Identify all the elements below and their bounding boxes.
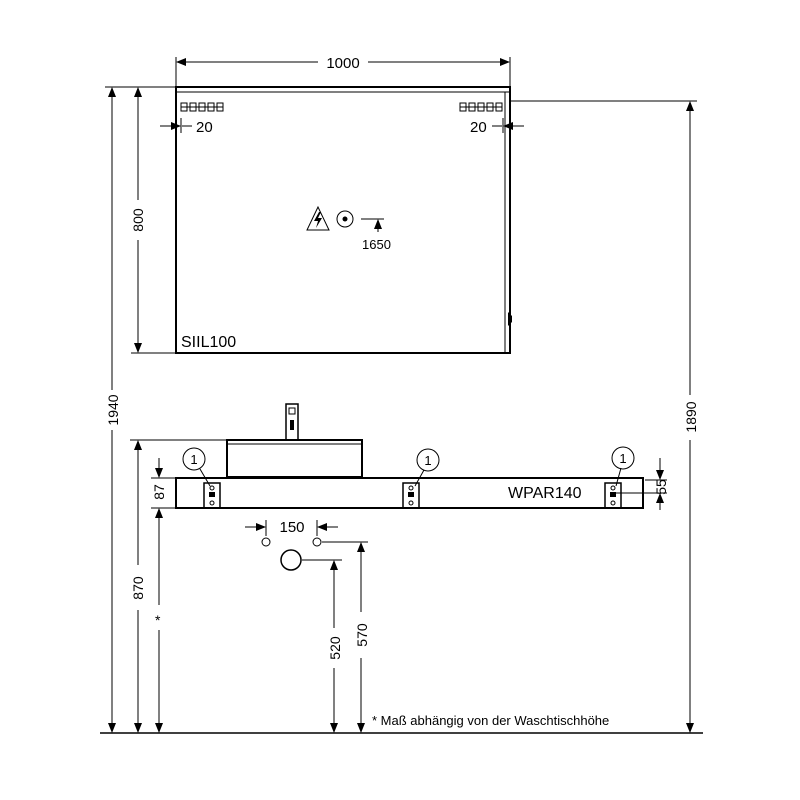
mirror-hinge-right <box>459 102 503 112</box>
bracket-middle <box>402 482 420 509</box>
marker-left: 1 <box>182 447 211 487</box>
dim-bracket-height-text: 55 <box>653 479 669 495</box>
dim-inset-left-text: 20 <box>196 119 213 136</box>
dim-mirror-height-text: 800 <box>130 208 146 232</box>
dim-mirror-height: 800 <box>130 86 175 354</box>
dim-inset-left: 20 <box>160 118 213 136</box>
dim-star-text: * <box>155 612 161 628</box>
marker-middle-text: 1 <box>424 453 431 468</box>
dim-socket-height-text: 1650 <box>362 237 391 252</box>
supply-connections <box>261 537 322 547</box>
dim-socket-height: 1650 <box>361 218 391 252</box>
bracket-right <box>604 482 622 509</box>
bracket-left <box>203 482 221 509</box>
basin <box>226 439 363 478</box>
dim-overall-left-text: 1940 <box>105 394 121 425</box>
drain-connection <box>280 549 302 571</box>
tap <box>285 403 299 441</box>
dim-drain-height: 520 <box>302 559 343 733</box>
dim-connection-spacing-text: 150 <box>279 519 304 536</box>
dim-supply-height: 570 <box>322 541 370 733</box>
dim-mirror-width-text: 1000 <box>326 55 359 72</box>
mirror-label: SIIL100 <box>181 334 236 351</box>
marker-right: 1 <box>611 446 635 487</box>
mirror-cabinet: SIIL100 <box>175 86 512 354</box>
dim-star: * <box>155 509 163 733</box>
dim-vanity-thickness-text: 87 <box>151 484 167 500</box>
marker-left-text: 1 <box>190 452 197 467</box>
dim-overall-right-text: 1890 <box>683 401 699 432</box>
dim-supply-height-text: 570 <box>354 623 370 647</box>
dim-inset-right-text: 20 <box>470 119 487 136</box>
dim-drain-height-text: 520 <box>327 636 343 660</box>
dim-overall-left: 1940 <box>105 86 131 733</box>
marker-middle: 1 <box>414 448 440 487</box>
mirror-hinge-left <box>180 102 224 112</box>
dim-overall-right: 1890 <box>511 100 699 733</box>
footnote: * Maß abhängig von der Waschtischhöhe <box>372 713 609 728</box>
dim-vanity-thickness: 87 <box>151 458 175 530</box>
dim-vanity-height-text: 870 <box>130 576 146 600</box>
dim-inset-right: 20 <box>470 118 524 136</box>
dim-connection-spacing: 150 <box>245 519 338 536</box>
dim-vanity-height: 870 <box>130 439 226 733</box>
vanity-label: WPAR140 <box>508 485 582 502</box>
dim-mirror-width: 1000 <box>175 55 511 86</box>
marker-right-text: 1 <box>619 451 626 466</box>
warning-electric-icon <box>306 205 330 231</box>
dim-bracket-height: 55 <box>612 458 669 510</box>
socket-icon <box>336 210 354 228</box>
